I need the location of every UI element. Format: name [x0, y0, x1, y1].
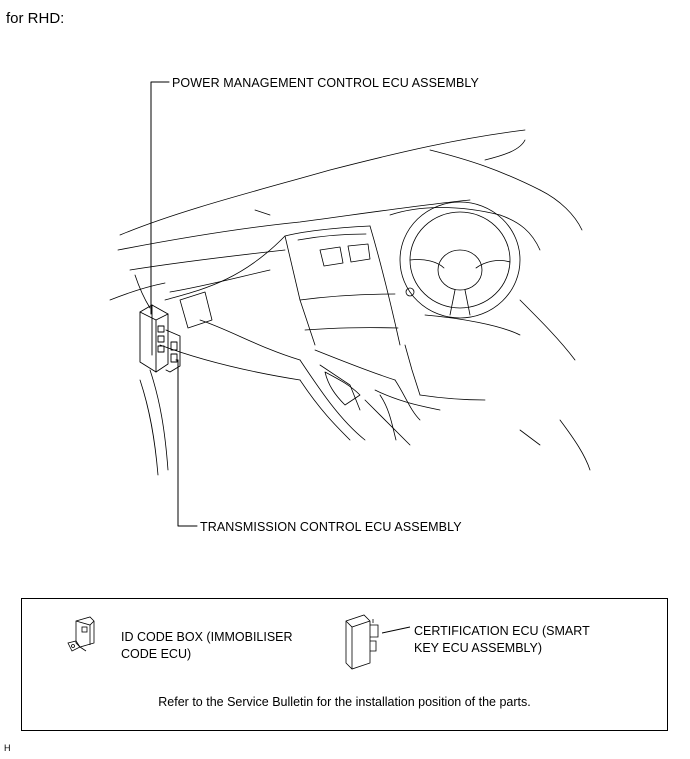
page-title: for RHD: [6, 10, 65, 27]
power-management-ecu-label: POWER MANAGEMENT CONTROL ECU ASSEMBLY [172, 76, 479, 90]
passenger-dash [159, 291, 366, 441]
transmission-control-ecu-label: TRANSMISSION CONTROL ECU ASSEMBLY [200, 520, 462, 534]
id-code-box-icon [67, 616, 95, 652]
center-console [314, 344, 486, 446]
id-code-box-label-line1: ID CODE BOX (IMMOBILISER [121, 630, 293, 644]
steering-wheel [399, 201, 521, 319]
leader-line-power-management [150, 81, 170, 315]
certification-ecu-icon [345, 614, 379, 670]
leader-line-transmission [175, 359, 198, 527]
id-code-box-label: ID CODE BOX (IMMOBILISER CODE ECU) [121, 629, 293, 663]
dashboard-illustration [109, 81, 591, 527]
certification-ecu-label-line1: CERTIFICATION ECU (SMART [414, 624, 590, 638]
instrument-cluster [389, 207, 576, 361]
center-vents [319, 243, 371, 267]
windshield-outline [109, 129, 583, 309]
parts-legend-box: ID CODE BOX (IMMOBILISER CODE ECU) CERTI… [21, 598, 668, 731]
id-code-box-label-line2: CODE ECU) [121, 647, 192, 661]
ecu-assembly-cluster [139, 304, 181, 373]
dashboard-top [164, 225, 401, 346]
certification-ecu-label-line2: KEY ECU ASSEMBLY) [414, 641, 543, 655]
certification-ecu-label: CERTIFICATION ECU (SMART KEY ECU ASSEMBL… [414, 623, 590, 657]
service-bulletin-note: Refer to the Service Bulletin for the in… [158, 695, 531, 709]
leader-line-certification [382, 626, 411, 634]
floor-lines [139, 209, 591, 476]
illustration-code: H [4, 743, 11, 753]
